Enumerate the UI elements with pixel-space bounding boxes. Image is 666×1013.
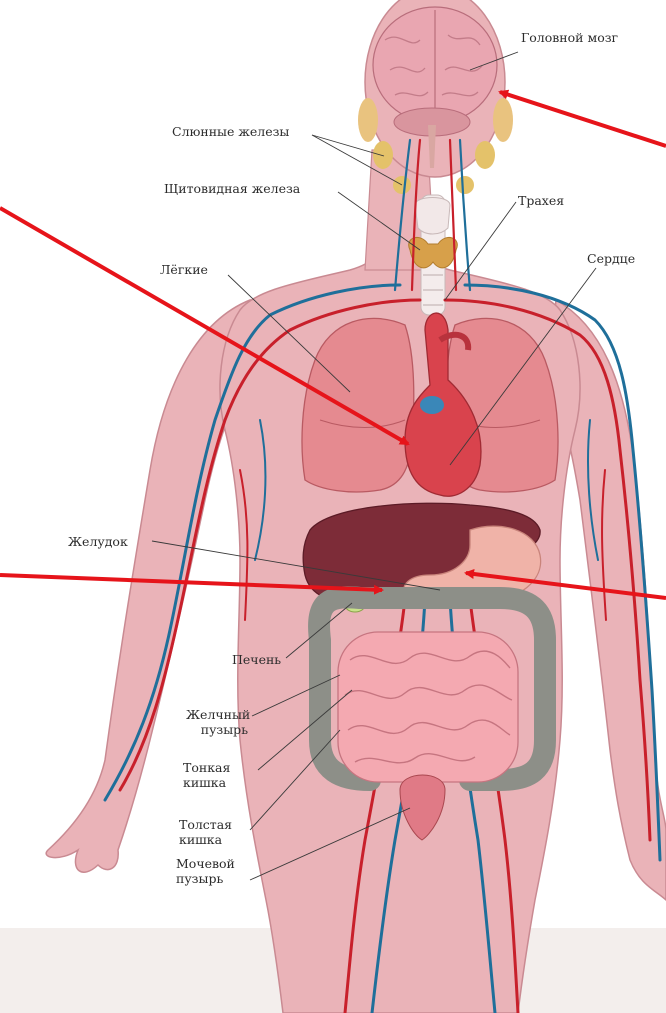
label-large-intestine-line2: кишка	[179, 832, 232, 847]
label-stomach: Желудок	[68, 534, 128, 549]
body-silhouette	[46, 0, 666, 1013]
label-small-intestine-line2: кишка	[183, 775, 230, 790]
label-large-intestine: Толстая кишка	[179, 817, 232, 847]
label-heart: Сердце	[587, 251, 635, 266]
label-brain: Головной мозг	[521, 30, 618, 45]
label-liver: Печень	[232, 652, 281, 667]
small-intestine	[338, 632, 518, 782]
arrow-to-brain	[500, 92, 666, 146]
label-lungs: Лёгкие	[160, 262, 208, 277]
left-ear	[358, 98, 378, 142]
label-bladder: Мочевой пузырь	[176, 856, 235, 886]
label-bladder-line1: Мочевой	[176, 856, 235, 871]
label-large-intestine-line1: Толстая	[179, 817, 232, 832]
label-thyroid: Щитовидная железа	[164, 181, 300, 196]
label-gallbladder: Желчный пузырь	[186, 707, 248, 737]
label-small-intestine: Тонкая кишка	[183, 760, 230, 790]
right-ear	[493, 98, 513, 142]
label-bladder-line2: пузырь	[176, 871, 235, 886]
label-small-intestine-line1: Тонкая	[183, 760, 230, 775]
label-salivary-glands: Слюнные железы	[172, 124, 289, 139]
label-gallbladder-line1: Желчный	[186, 707, 248, 722]
label-gallbladder-line2: пузырь	[186, 722, 248, 737]
label-trachea: Трахея	[518, 193, 564, 208]
